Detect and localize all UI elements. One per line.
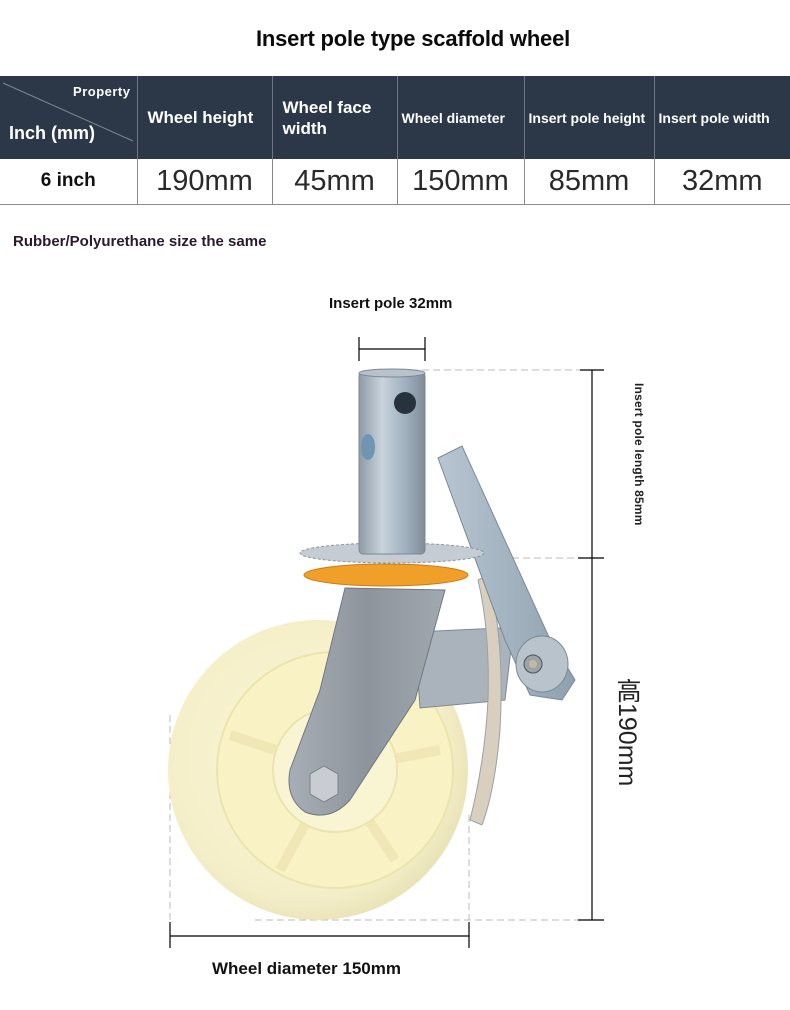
pole-hole-side (361, 434, 375, 460)
orange-washer (303, 563, 469, 587)
pole-hole-top (394, 392, 416, 414)
dimension-lines (169, 337, 604, 948)
header-wheel-diameter: Wheel diameter (396, 76, 524, 159)
header-insert-pole-width: Insert pole width (653, 76, 790, 159)
header-wheel-height: Wheel height (136, 76, 272, 159)
cell-wheel-face-width: 45mm (271, 159, 397, 205)
diagonal-divider (2, 82, 134, 142)
cell-size: 6 inch (0, 159, 137, 205)
total-height-label: 高190mm (613, 678, 641, 787)
insert-pole-length-label: Insert pole length 85mm (632, 383, 646, 526)
table-header-row: Property Inch (mm) Wheel height Wheel fa… (0, 76, 790, 159)
axle-nut (309, 765, 339, 803)
wheel-diameter-label: Wheel diameter 150mm (212, 959, 401, 978)
cell-insert-pole-width: 32mm (653, 159, 790, 205)
property-label: Property (73, 84, 131, 99)
cell-wheel-diameter: 150mm (396, 159, 524, 205)
table-row: 6 inch 190mm 45mm 150mm 85mm 32mm (0, 159, 790, 205)
brake-pad (469, 574, 502, 826)
header-insert-pole-height: Insert pole height (523, 76, 654, 159)
table-corner-cell: Property Inch (mm) (0, 76, 137, 159)
unit-label: Inch (mm) (9, 123, 96, 143)
header-wheel-face-width: Wheel face width (271, 76, 397, 159)
fork (288, 587, 446, 816)
insert-pole-width-label: Insert pole 32mm (329, 295, 453, 312)
cell-insert-pole-height: 85mm (523, 159, 654, 205)
cell-wheel-height: 190mm (136, 159, 272, 205)
spec-table: Property Inch (mm) Wheel height Wheel fa… (0, 76, 790, 205)
page-title: Insert pole type scaffold wheel (255, 26, 571, 51)
material-note: Rubber/Polyurethane size the same (13, 233, 267, 250)
